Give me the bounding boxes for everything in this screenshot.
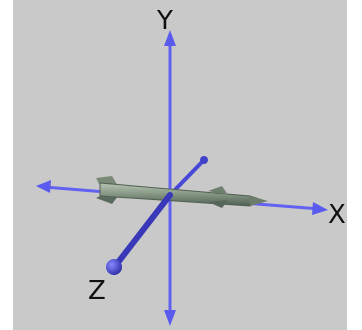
3d-viewport[interactable] bbox=[13, 0, 347, 330]
y-axis-label: Y bbox=[156, 6, 173, 36]
y-axis-arrow-up bbox=[164, 30, 176, 46]
z-axis-back-end bbox=[200, 156, 208, 164]
x-axis-arrow-positive bbox=[312, 202, 328, 215]
z-axis bbox=[113, 192, 173, 268]
missile-icon[interactable] bbox=[96, 176, 268, 208]
y-axis-arrow-down bbox=[164, 310, 176, 326]
z-axis-label: Z bbox=[88, 276, 106, 306]
x-axis-arrow-negative bbox=[36, 180, 51, 193]
x-axis-label: X bbox=[328, 200, 346, 230]
z-axis-front-end bbox=[106, 259, 122, 275]
